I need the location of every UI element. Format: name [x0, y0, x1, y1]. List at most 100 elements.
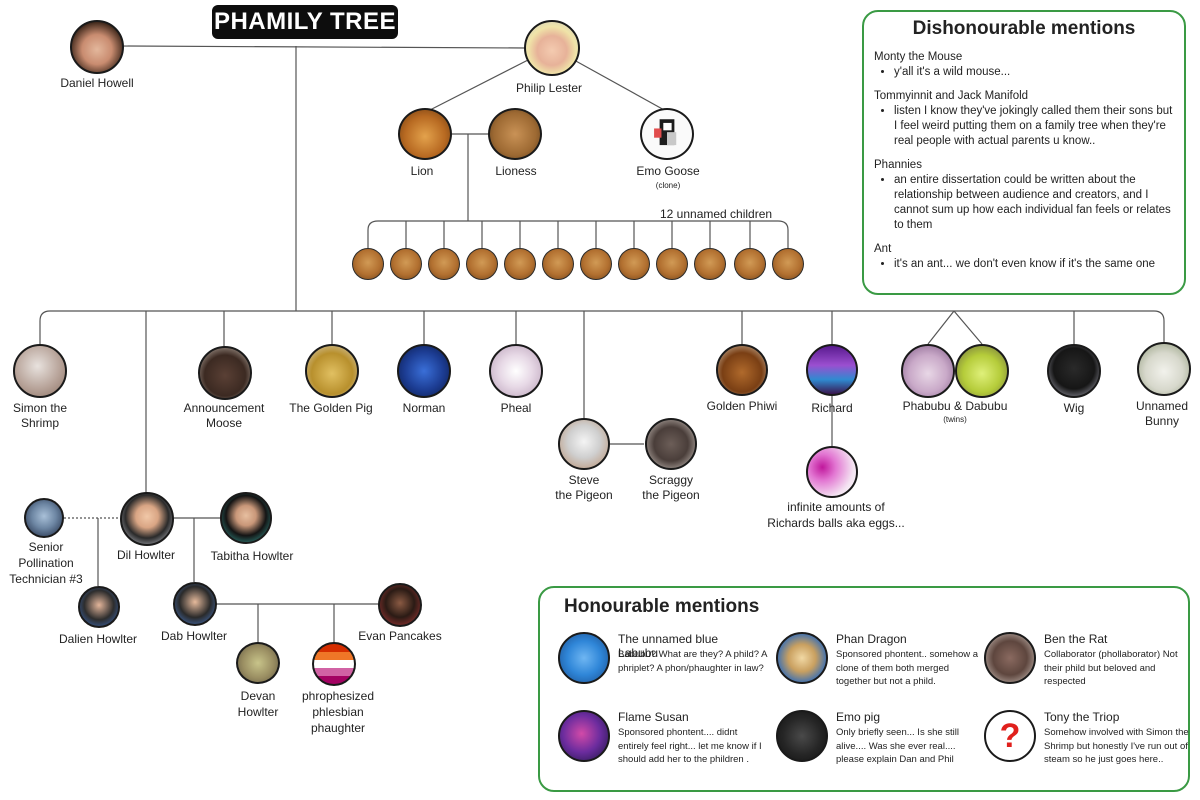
unnamed-children-caption: 12 unnamed children	[660, 207, 773, 221]
dishonourable-item-name: Monty the Mouse	[874, 51, 963, 63]
simon-label-line2: Shrimp	[20, 416, 60, 430]
lioness-avatar	[488, 108, 542, 160]
golden-phiwi-avatar	[716, 344, 768, 396]
honourable-item-name: Emo pig	[836, 710, 881, 724]
unnamed-child-avatar	[542, 248, 574, 280]
senior-technician-avatar	[24, 498, 64, 538]
phrophesized-label-line1: phrophesized	[301, 689, 375, 703]
honourable-item-name: Phan Dragon	[836, 632, 907, 646]
honourable-item-desc: Collaborator (phollaborator) Not their p…	[1044, 649, 1178, 687]
lion-avatar	[398, 108, 452, 160]
honourable-item-desc: Somehow involved with Simon the Shrimp b…	[1044, 727, 1189, 765]
dishonourable-item: Phannies an entire dissertation could be…	[874, 158, 1174, 233]
unnamed-child-avatar	[390, 248, 422, 280]
moose-label-line2: Moose	[205, 416, 243, 430]
honourable-item: ? Tony the Triop Somehow involved with S…	[984, 710, 1189, 780]
moose-label-line1: Announcement	[183, 401, 265, 415]
lioness-label: Lioness	[495, 164, 537, 178]
norman-label: Norman	[402, 401, 446, 415]
wig-label: Wig	[1063, 401, 1085, 415]
evan-avatar	[378, 583, 422, 627]
honourable-item: Ben the Rat Collaborator (phollaborator)…	[984, 632, 1184, 702]
page-title: PHAMILY TREE	[212, 5, 398, 39]
dishonourable-item-name: Ant	[874, 243, 892, 255]
tabitha-label: Tabitha Howlter	[210, 549, 294, 563]
scraggy-avatar	[645, 418, 697, 470]
unnamed-child-avatar	[580, 248, 612, 280]
richard-eggs-label-line1: infinite amounts of	[787, 500, 885, 514]
unnamed-child-avatar	[694, 248, 726, 280]
senior-label-line1: Senior	[28, 540, 64, 554]
steve-avatar	[558, 418, 610, 470]
unnamed-child-avatar	[772, 248, 804, 280]
blue-labubu-icon	[558, 632, 610, 684]
pheal-label: Pheal	[500, 401, 532, 415]
phabubu-dabubu-label: Phabubu & Dabubu	[902, 399, 1008, 413]
senior-label-line3: Technician #3	[9, 572, 83, 586]
scraggy-label-line2: the Pigeon	[642, 488, 700, 502]
lesbian-flag-avatar	[312, 642, 356, 686]
phabubu-avatar	[901, 344, 955, 398]
unnamed-child-avatar	[352, 248, 384, 280]
dishonourable-item: Tommyinnit and Jack Manifold listen I kn…	[874, 89, 1174, 149]
honourable-mentions-box: Honourable mentions The unnamed blue Lab…	[538, 586, 1190, 792]
golden-pig-avatar	[305, 344, 359, 398]
steve-label-line2: the Pigeon	[555, 488, 613, 502]
emo-goose-label: Emo Goose	[636, 164, 700, 178]
daniel-label: Daniel Howell	[60, 76, 134, 90]
phrophesized-label-line3: phaughter	[310, 721, 366, 735]
honourable-item-name: Flame Susan	[618, 710, 689, 724]
honourable-item-desc: Babubu? What are they? A phild? A phripl…	[618, 649, 767, 674]
dab-label: Dab Howlter	[160, 629, 228, 643]
honourable-item-name: Ben the Rat	[1044, 632, 1108, 646]
honourable-item: Emo pig Only briefly seen... Is she stil…	[776, 710, 976, 780]
honourable-title: Honourable mentions	[564, 596, 760, 617]
dishonourable-item-text: it's an ant... we don't even know if it'…	[894, 257, 1174, 272]
pheal-avatar	[489, 344, 543, 398]
simon-label-line1: Simon the	[12, 401, 68, 415]
dab-avatar	[173, 582, 217, 626]
steve-label-line1: Steve	[568, 473, 600, 487]
phrophesized-label-line2: phlesbian	[312, 705, 364, 719]
emo-goose-avatar	[640, 108, 694, 160]
evan-label: Evan Pancakes	[358, 629, 442, 643]
dil-label: Dil Howlter	[116, 548, 176, 562]
honourable-item-name: Tony the Triop	[1044, 710, 1120, 724]
dishonourable-item-name: Phannies	[874, 159, 922, 171]
honourable-item-desc: Sponsored phontent.... didnt entirely fe…	[618, 727, 762, 765]
question-mark-icon: ?	[984, 710, 1036, 762]
emo-goose-note: (clone)	[655, 181, 681, 190]
unnamed-bunny-label-line1: Unnamed	[1135, 399, 1189, 413]
dishonourable-mentions-box: Dishonourable mentions Monty the Mouse y…	[862, 10, 1186, 295]
twins-note: (twins)	[943, 415, 967, 424]
dil-avatar	[120, 492, 174, 546]
golden-phiwi-label: Golden Phiwi	[706, 399, 778, 413]
honourable-item: Flame Susan Sponsored phontent.... didnt…	[558, 710, 762, 780]
honourable-item: The unnamed blue Labubu Babubu? What are…	[558, 632, 767, 702]
unnamed-child-avatar	[504, 248, 536, 280]
dishonourable-item-text: y'all it's a wild mouse...	[894, 65, 1174, 80]
rat-icon	[984, 632, 1036, 684]
devan-avatar	[236, 642, 280, 684]
purple-dragon-icon	[558, 710, 610, 762]
dragon-plush-icon	[776, 632, 828, 684]
richard-eggs-avatar	[806, 446, 858, 498]
golden-pig-label: The Golden Pig	[289, 401, 373, 415]
unnamed-bunny-label-line2: Bunny	[1144, 414, 1180, 428]
dishonourable-item: Monty the Mouse y'all it's a wild mouse.…	[874, 50, 1174, 80]
daniel-avatar	[70, 20, 124, 74]
unnamed-child-avatar	[656, 248, 688, 280]
richard-avatar	[806, 344, 858, 396]
phil-avatar	[524, 20, 580, 76]
dabubu-avatar	[955, 344, 1009, 398]
dishonourable-item-text: an entire dissertation could be written …	[894, 173, 1174, 233]
unnamed-child-avatar	[618, 248, 650, 280]
emo-pig-icon	[776, 710, 828, 762]
honourable-item-desc: Sponsored phontent.. somehow a clone of …	[836, 649, 979, 687]
senior-label-line2: Pollination	[18, 556, 74, 570]
honourable-item-desc: Only briefly seen... Is she still alive.…	[836, 727, 960, 765]
honourable-item-name: The unnamed blue Labubu	[618, 632, 719, 660]
wig-avatar	[1047, 344, 1101, 398]
unnamed-child-avatar	[734, 248, 766, 280]
unnamed-child-avatar	[466, 248, 498, 280]
